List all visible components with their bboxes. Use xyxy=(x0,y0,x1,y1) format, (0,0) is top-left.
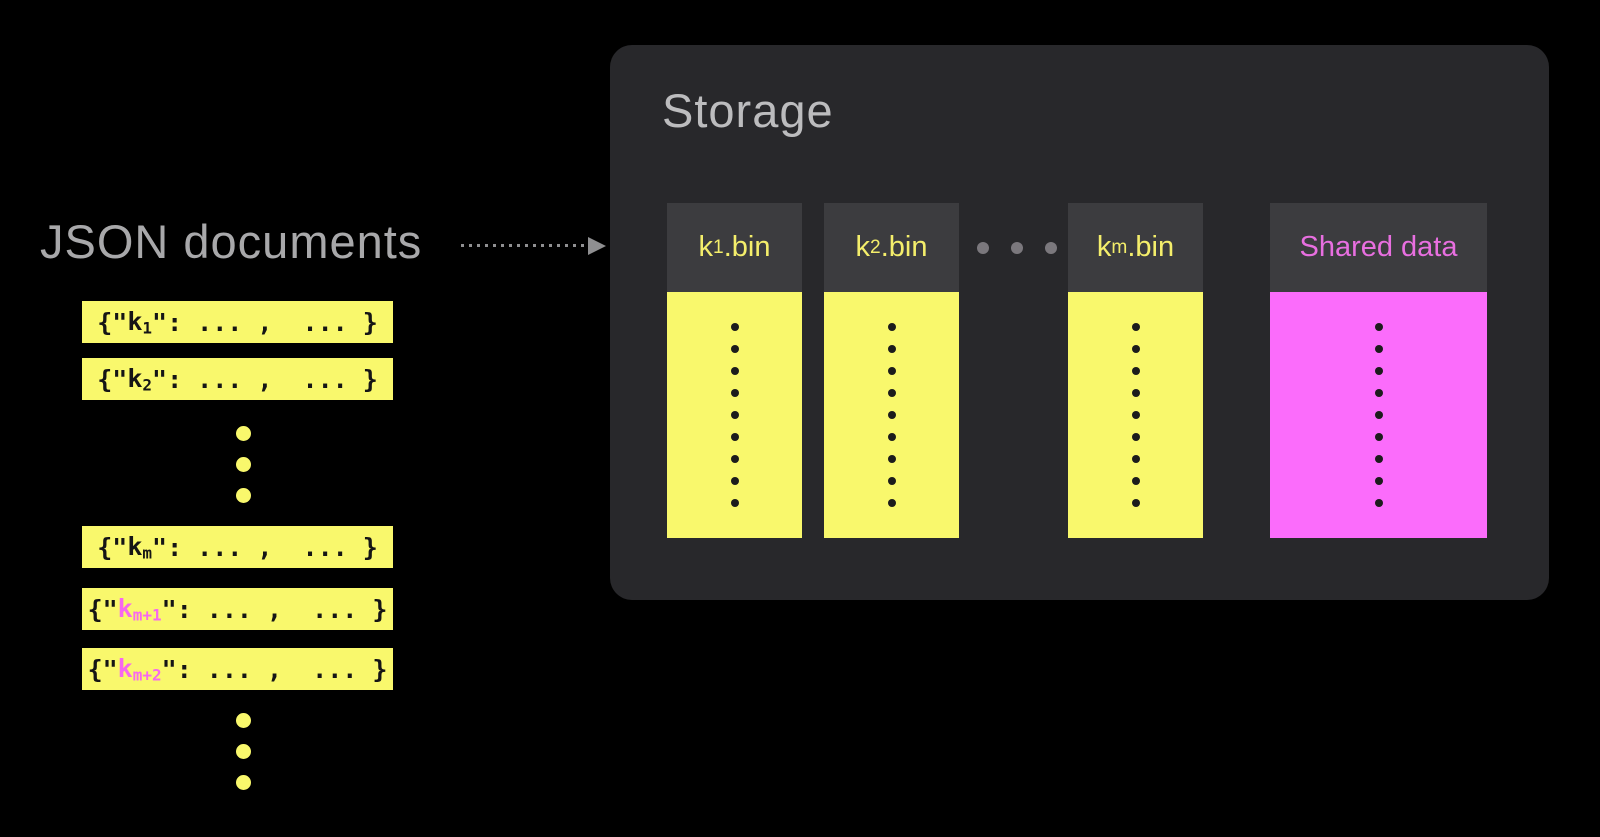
row-rest: ": ... , ... } xyxy=(161,594,388,624)
row-key-highlighted: km+2 xyxy=(117,654,162,685)
storage-column-body-shared xyxy=(1270,292,1487,538)
storage-column-body xyxy=(824,292,959,538)
row-key: k2 xyxy=(127,364,153,395)
json-document-row-km: {"km": ... , ... } xyxy=(82,526,393,568)
json-documents-label: JSON documents xyxy=(40,215,423,268)
vertical-ellipsis-dots xyxy=(236,713,251,790)
horizontal-ellipsis-dots xyxy=(977,242,1057,254)
storage-column-body xyxy=(667,292,802,538)
dotted-arrow-head-icon xyxy=(588,237,606,255)
json-document-row-k1: {"k1": ... , ... } xyxy=(82,301,393,343)
row-rest: ": ... , ... } xyxy=(152,364,378,394)
storage-panel-title: Storage xyxy=(662,84,834,137)
row-key-highlighted: km+1 xyxy=(117,594,162,625)
dotted-arrow-line xyxy=(461,244,589,247)
storage-column-body xyxy=(1068,292,1203,538)
row-rest: ": ... , ... } xyxy=(161,654,388,684)
row-open: {" xyxy=(97,307,128,337)
storage-column-shared: Shared data xyxy=(1270,203,1487,538)
row-open: {" xyxy=(87,654,118,684)
row-open: {" xyxy=(97,364,128,394)
json-document-row-km2: {"km+2": ... , ... } xyxy=(82,648,393,690)
vertical-ellipsis-dots xyxy=(236,426,251,503)
row-key: km xyxy=(127,532,153,563)
row-rest: ": ... , ... } xyxy=(152,307,378,337)
storage-column-header-shared: Shared data xyxy=(1270,203,1487,292)
row-open: {" xyxy=(87,594,118,624)
row-open: {" xyxy=(97,532,128,562)
json-document-row-km1: {"km+1": ... , ... } xyxy=(82,588,393,630)
row-key: k1 xyxy=(127,307,153,338)
row-rest: ": ... , ... } xyxy=(152,532,378,562)
json-document-row-k2: {"k2": ... , ... } xyxy=(82,358,393,400)
